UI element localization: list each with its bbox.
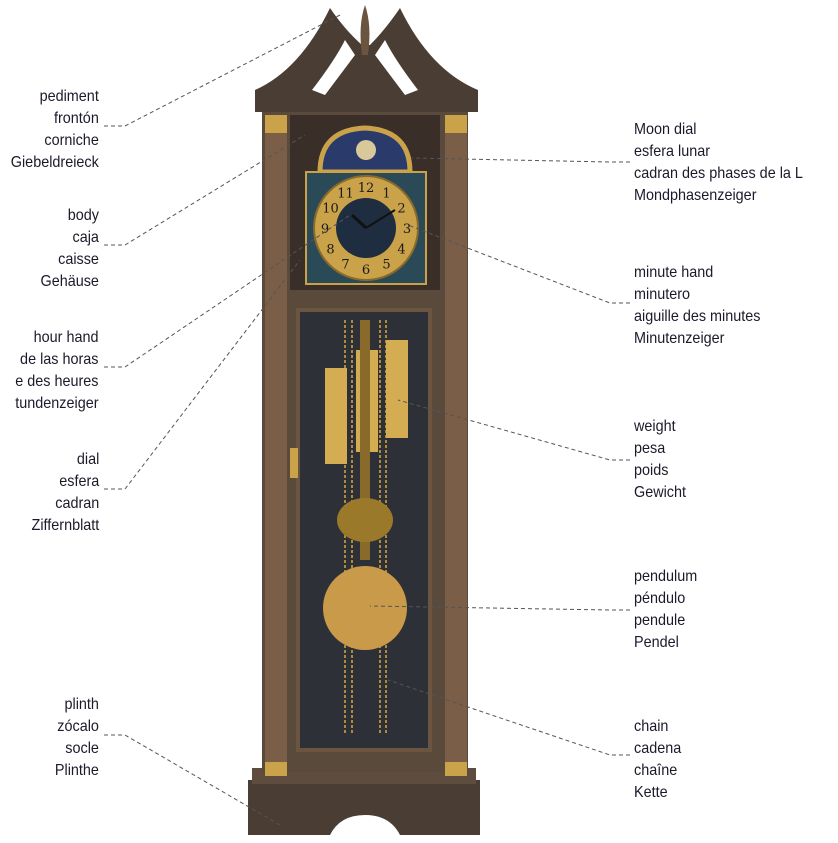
label-moon-dial: Moon dial esfera lunar cadran des phases d…: [634, 119, 822, 207]
label-line: dial: [76, 451, 99, 468]
pendulum-bob: [323, 566, 407, 650]
label-line: plinth: [64, 696, 99, 713]
keyhole: [290, 448, 298, 478]
label-line: zócalo: [57, 718, 99, 735]
weight-right: [386, 340, 408, 438]
label-line: pediment: [39, 88, 99, 105]
leader-line-minute-hand: [407, 224, 630, 304]
leader-line-chain: [387, 679, 630, 756]
label-line: body: [67, 207, 99, 224]
hour-hand: [350, 213, 368, 230]
label-line: Ziffernblatt: [31, 517, 99, 534]
minute-hand: [365, 209, 396, 229]
label-line: e des heures: [15, 373, 99, 390]
label-line: esfera lunar: [634, 143, 711, 160]
label-line: péndulo: [634, 590, 686, 607]
pendulum-rod: [360, 320, 370, 560]
label-line: hour hand: [34, 329, 99, 346]
label-line: cadran: [54, 495, 99, 512]
right-column-base: [445, 762, 467, 776]
dial-numeral: 2: [397, 202, 405, 217]
right-column-capital: [445, 115, 467, 133]
leader-line-dial: [104, 259, 301, 490]
label-line: Gewicht: [634, 484, 687, 501]
dial-numeral: 6: [362, 263, 370, 278]
dial-numeral: 12: [358, 181, 375, 196]
label-line: de las horas: [20, 351, 99, 368]
dial-numeral: 5: [382, 258, 390, 273]
leader-line-pediment: [104, 14, 341, 127]
label-line: Gehäuse: [40, 273, 99, 290]
plinth: [248, 780, 480, 835]
label-line: caja: [72, 229, 99, 246]
label-line: Mondphasenzeiger: [634, 187, 757, 204]
dial-numeral: 1: [382, 186, 390, 201]
dial-numeral: 9: [321, 222, 329, 237]
label-line: Pendel: [634, 634, 679, 651]
label-line: corniche: [44, 132, 99, 149]
left-column-capital: [265, 115, 287, 133]
dial-numeral: 4: [397, 243, 405, 258]
label-line: frontón: [54, 110, 99, 127]
label-line: caisse: [58, 251, 99, 268]
label-line: socle: [65, 740, 99, 757]
label-line: pesa: [634, 440, 666, 457]
pediment: [255, 8, 478, 112]
leader-line-hour-hand: [104, 214, 351, 368]
finial: [360, 5, 370, 55]
leader-lines: [104, 14, 630, 826]
label-line: esfera: [58, 473, 99, 490]
label-hour-hand: hour hand de las horas e des heures tundenz…: [6, 327, 99, 415]
pediment-cutout-left: [312, 40, 355, 95]
dial-numeral: 8: [326, 243, 334, 258]
dial-numeral: 10: [322, 202, 339, 217]
label-line: Moon dial: [634, 121, 697, 138]
label-line: aiguille des minutes: [634, 308, 761, 325]
label-line: weight: [634, 418, 676, 435]
label-line: pendulum: [634, 568, 698, 585]
dial-numeral: 11: [337, 186, 354, 201]
right-column: [445, 115, 467, 770]
label-line: minutero: [634, 286, 691, 303]
dial-numeral: 7: [341, 258, 349, 273]
label-line: Kette: [634, 784, 668, 801]
label-line: chain: [634, 718, 669, 735]
pediment-cutout-right: [375, 40, 418, 95]
label-line: tundenzeiger: [15, 395, 99, 412]
pendulum-ornament: [337, 498, 393, 542]
label-line: cadena: [634, 740, 682, 757]
label-line: Plinthe: [54, 762, 99, 779]
label-line: chaîne: [634, 762, 678, 779]
left-column-base: [265, 762, 287, 776]
dial-numeral: 3: [403, 222, 411, 237]
left-column: [265, 115, 287, 770]
label-line: poids: [634, 462, 669, 479]
weight-left: [325, 368, 347, 464]
label-line: Minutenzeiger: [634, 330, 725, 347]
label-line: cadran des phases de la L: [634, 165, 803, 182]
label-line: Giebeldreieck: [10, 154, 99, 171]
moon-icon: [356, 140, 376, 160]
label-line: pendule: [634, 612, 686, 629]
leader-line-plinth: [104, 734, 281, 826]
leader-line-body: [104, 134, 306, 246]
label-line: minute hand: [634, 264, 714, 281]
